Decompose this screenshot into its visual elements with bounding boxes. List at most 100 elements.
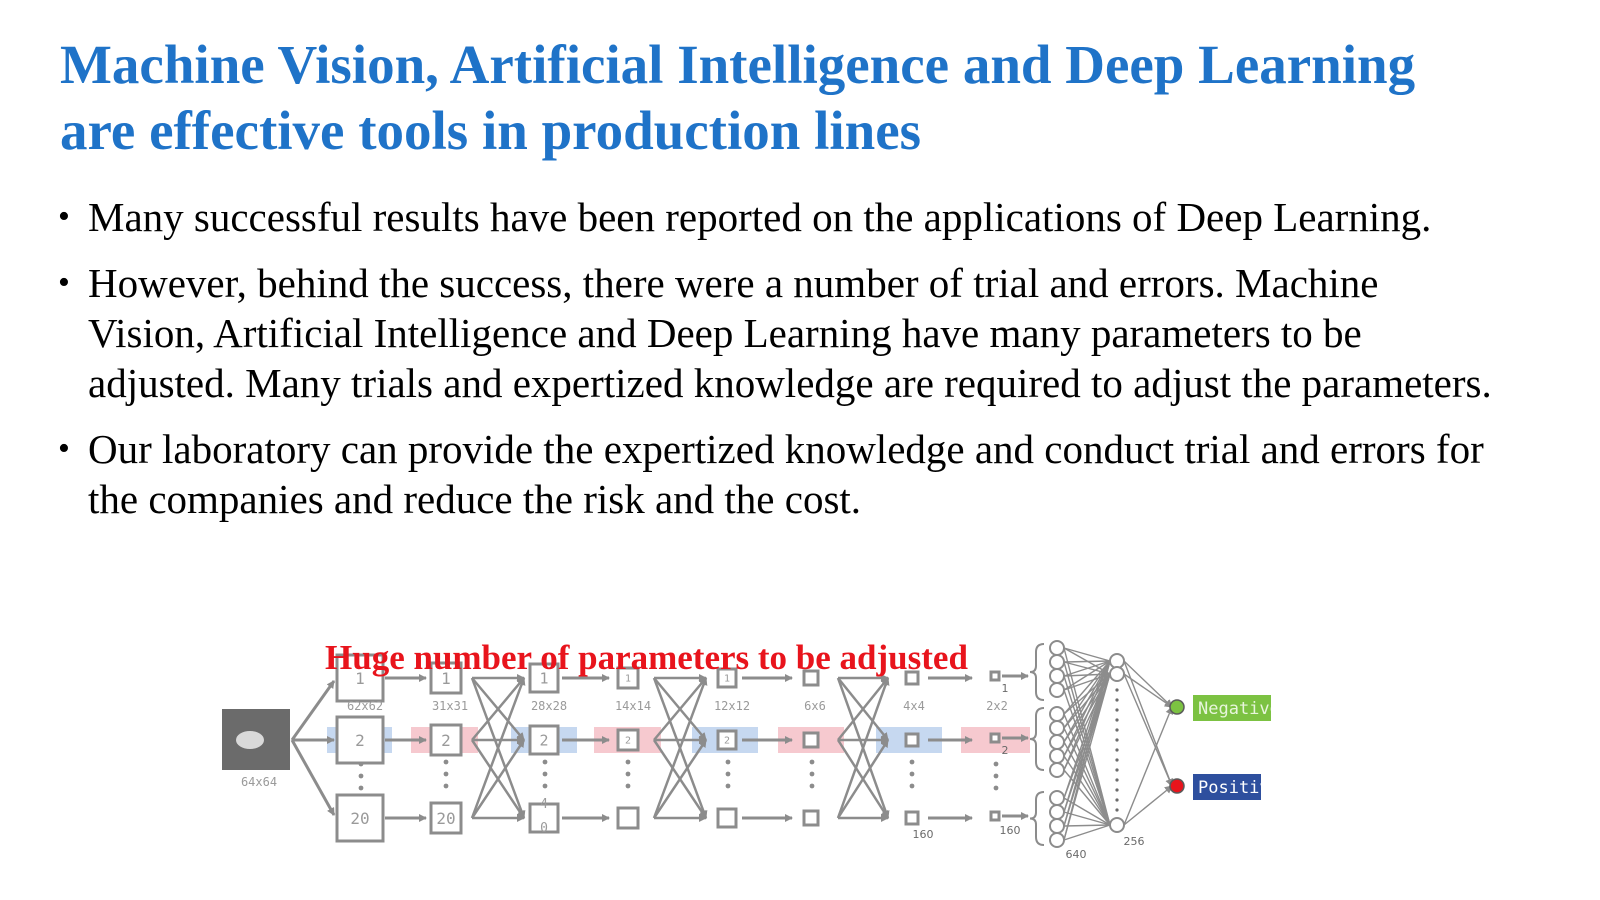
bullet-text: Our laboratory can provide the expertize… [88, 426, 1484, 522]
fc-node [1049, 818, 1065, 834]
ellipsis-dot [1115, 748, 1119, 752]
fc-edge [1123, 673, 1173, 708]
output-label-negative: Negative [1198, 699, 1280, 719]
ellipsis-dot [1115, 688, 1119, 692]
fc-edge [1063, 660, 1111, 663]
ellipsis-dot [625, 759, 631, 765]
feature-map-label: 2 [355, 731, 365, 750]
brace [1029, 707, 1045, 771]
ellipsis-dot [993, 785, 999, 791]
fc-edge [1063, 673, 1111, 691]
cross-edge [470, 677, 526, 819]
fc-edge [1063, 811, 1111, 826]
fc-edge [1063, 660, 1111, 743]
fc-edge [1063, 660, 1111, 729]
bullet-item: • Our laboratory can provide the expertiz… [58, 424, 1498, 524]
cross-edge [652, 739, 708, 819]
band-blue-band [511, 727, 577, 753]
feature-map [335, 715, 385, 765]
fc-node [1049, 748, 1065, 764]
cross-edge [471, 677, 525, 741]
fully-connected-group [1029, 640, 1271, 848]
band-blue-band [327, 727, 392, 753]
feature-map-label: 4 [540, 797, 548, 812]
cross-edge [837, 677, 889, 741]
fc-edge [1123, 660, 1173, 708]
ellipsis-dot [542, 759, 548, 765]
ellipsis-dot [993, 761, 999, 767]
fc-node [1049, 832, 1065, 848]
bullet-marker: • [58, 430, 70, 467]
fc-edge [1063, 727, 1111, 826]
cross-edge [837, 677, 889, 741]
ellipsis-dot [1115, 728, 1119, 732]
fc-edge [1063, 797, 1111, 826]
fc-node [1109, 653, 1125, 669]
feature-map [429, 723, 463, 757]
feature-map-label: 1 [1002, 682, 1009, 695]
feature-map [616, 806, 640, 830]
brace [1029, 643, 1045, 701]
ellipsis-dot [809, 759, 815, 765]
slide-title: Machine Vision, Artificial Intelligence … [60, 34, 1416, 161]
feature-map [429, 801, 463, 835]
fc-edge [1063, 673, 1111, 799]
layer-size-label: 62x62 [347, 699, 383, 713]
feature-map [716, 807, 738, 829]
ellipsis-dot [1115, 698, 1119, 702]
feature-map [989, 810, 1001, 822]
band-blue-band [876, 727, 942, 753]
fc-edge [1063, 824, 1111, 841]
fc-edge [1063, 660, 1111, 827]
input-size-label: 64x64 [241, 775, 277, 789]
ellipsis-dot [443, 771, 449, 777]
ellipsis-dot [1115, 738, 1119, 742]
ellipsis-dot [1115, 798, 1119, 802]
output-node-positive [1169, 778, 1185, 794]
fc-edge [1063, 673, 1111, 743]
ellipsis-dot [1115, 778, 1119, 782]
fc-edge [1063, 647, 1111, 826]
ellipsis-dot [909, 783, 915, 789]
fc-edge [1063, 660, 1111, 813]
ellipsis-dot [443, 759, 449, 765]
fc-edge [1063, 673, 1111, 771]
fc-edge [1123, 673, 1173, 787]
ellipsis-dot [909, 759, 915, 765]
feature-map [616, 728, 640, 752]
bullet-item: •However, behind the success, there were… [58, 258, 1498, 408]
band-pink-band [778, 727, 844, 753]
fc-edge [1063, 673, 1111, 677]
fc-edge [1063, 769, 1111, 826]
fc-edge [1063, 660, 1111, 677]
cross-edge [652, 739, 708, 819]
output-label-positive-bg [1193, 774, 1261, 800]
bullet-marker: • [58, 264, 70, 301]
feature-map [716, 729, 738, 751]
fc-node [1049, 668, 1065, 684]
band-blue-band [692, 727, 758, 753]
fc-edge [1063, 741, 1111, 826]
layer-count-label: 640 [1066, 848, 1087, 861]
fc-edge [1063, 673, 1111, 841]
label-group: 64x64122062x62122031x31124028x281214x141… [241, 669, 1280, 861]
ellipsis-dot [993, 773, 999, 779]
input-image-highlight [236, 731, 264, 749]
ellipsis-dot [1115, 808, 1119, 812]
fc-node [1109, 817, 1125, 833]
cross-edge [836, 677, 890, 819]
fc-edge [1123, 785, 1173, 826]
layer-count-label: 256 [1124, 835, 1145, 848]
feature-map [335, 793, 385, 843]
feature-map [904, 810, 920, 826]
fc-edge [1063, 675, 1111, 826]
fc-node [1049, 734, 1065, 750]
band-pink-band [594, 727, 661, 753]
feature-map-label: 2 [724, 736, 730, 747]
fc-edge [1063, 824, 1111, 827]
feature-map-group [222, 653, 1001, 843]
fc-node [1049, 720, 1065, 736]
feature-map-label: 2 [625, 736, 631, 747]
fc-edge [1063, 673, 1111, 729]
